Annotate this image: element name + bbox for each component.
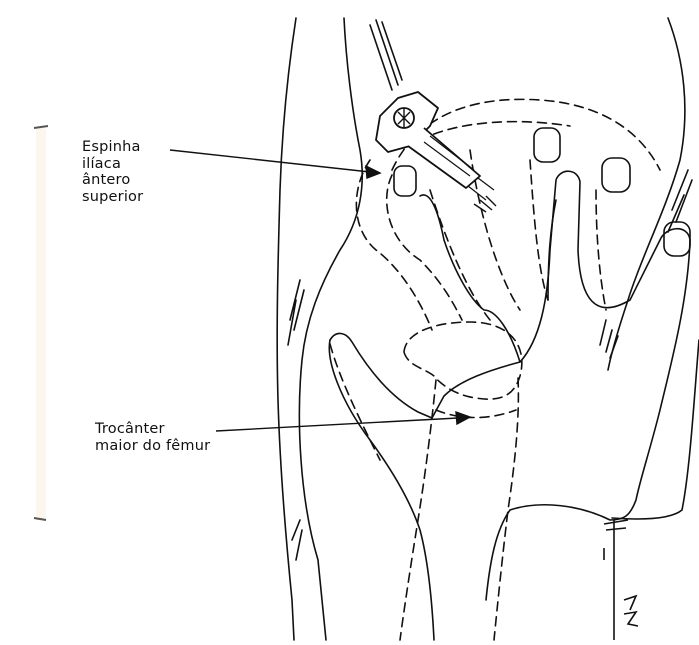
thigh-left-contour — [277, 18, 296, 640]
leader-line-asis — [170, 150, 370, 172]
muscle-hatching — [288, 20, 402, 560]
iliac-crest-inner-dashed — [420, 122, 570, 140]
syringe — [376, 92, 496, 212]
artist-signature — [604, 520, 638, 640]
leader-arrow-trochanter — [456, 412, 470, 424]
middle-finger — [548, 200, 556, 300]
hand-outline — [330, 171, 690, 600]
label-line: ântero — [82, 172, 143, 189]
label-line: superior — [82, 189, 143, 206]
torso-inner-contour — [299, 18, 362, 640]
leader-arrow-asis — [366, 166, 380, 178]
right-body-contour — [608, 18, 685, 370]
label-anterior-superior-iliac-spine: Espinha ilíaca ântero superior — [82, 139, 143, 205]
fingernail-1 — [534, 128, 560, 162]
fingernail-4 — [394, 166, 416, 196]
margin-bracket-top — [34, 126, 48, 128]
label-line: Espinha — [82, 139, 143, 156]
trochanter-body-dashed — [436, 410, 516, 418]
hand-outline-lower — [329, 340, 434, 640]
fingernail-2 — [602, 158, 630, 192]
margin-tint — [36, 128, 46, 520]
finger-dashed-3 — [530, 160, 548, 300]
fingernail-3 — [664, 222, 690, 256]
label-greater-trochanter: Trocânter maior do fêmur — [95, 421, 210, 454]
label-line: ilíaca — [82, 156, 143, 173]
leader-line-trochanter — [216, 418, 458, 431]
label-line: Trocânter — [95, 421, 210, 438]
finger-dashed-4 — [596, 190, 606, 310]
index-finger — [420, 195, 520, 362]
label-line: maior do fêmur — [95, 438, 210, 455]
trochanter-head-dashed — [404, 322, 522, 399]
